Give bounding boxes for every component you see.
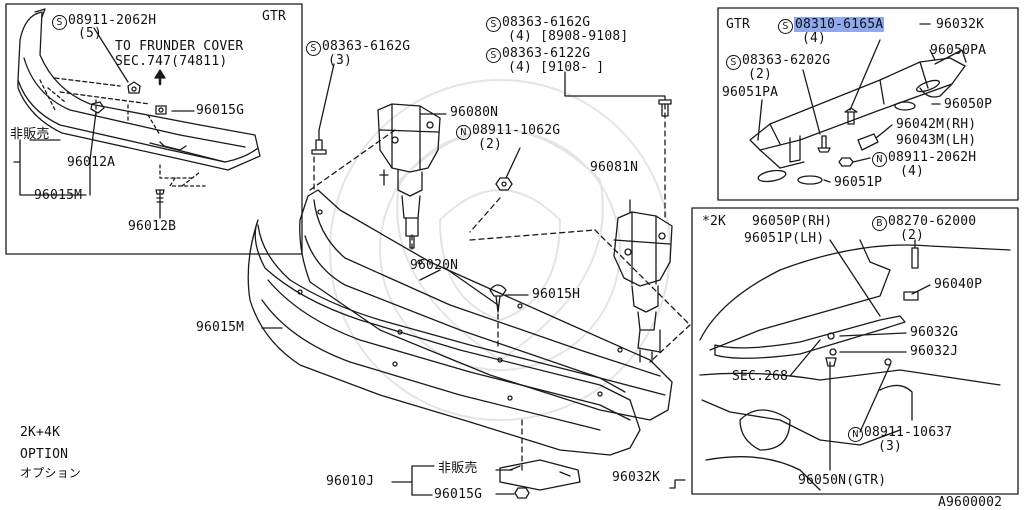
rear-spoiler-gtr-drawing (749, 23, 967, 185)
inset-frame-spoiler-2k (691, 207, 1019, 495)
inset-frame-spoiler-gtr (717, 7, 1019, 201)
figure-code: A9600002 (938, 495, 1003, 510)
callout-96032k-inset: 96032K (936, 17, 985, 32)
not-for-sale-inset: 非販売 (10, 127, 50, 142)
screw-s-icon: S (306, 41, 321, 56)
callout-96050pa: 96050PA (930, 43, 987, 58)
callout-96050n-gtr: 96050N(GTR) (798, 473, 887, 488)
callout-n-08911-1062g-qty: (2) (478, 137, 503, 152)
callout-96012b: 96012B (128, 219, 177, 234)
callout-b-08270-62000-qty: (2) (900, 228, 925, 243)
screw-s-icon: S (486, 48, 501, 63)
bumper-beam-drawing (299, 189, 673, 421)
nut-n-icon: N (872, 152, 887, 167)
callout-96032k-main: 96032K (612, 470, 661, 485)
callout-n-08911-2062h-qty: (4) (900, 164, 925, 179)
option-line3: オプション (20, 466, 82, 480)
option-line2: OPTION (20, 447, 69, 462)
callout-96010j: 96010J (326, 474, 375, 489)
callout-96032j: 96032J (910, 344, 959, 359)
main-leaders (261, 63, 686, 496)
callout-96015m-main: 96015M (196, 320, 245, 335)
callout-96015g-main: 96015G (434, 487, 483, 502)
callout-s-08363-6122g-qty: (4) [9108- ] (508, 60, 605, 75)
callout-96051pa: 96051PA (722, 85, 779, 100)
highlighted-part-number[interactable]: 08310-6165A (794, 17, 885, 32)
callout-96043m-lh: 96043M(LH) (896, 133, 977, 148)
screw-s-icon: S (52, 15, 67, 30)
callout-96050p: 96050P (944, 97, 993, 112)
nut-n-icon: N (456, 125, 471, 140)
option-line1: 2K+4K (20, 425, 61, 440)
hood-latch-96080n (377, 103, 441, 249)
callout-96050p-rh: 96050P(RH) (752, 214, 833, 229)
callout-96040p: 96040P (934, 277, 983, 292)
bolt-b-icon: B (872, 216, 887, 231)
callout-sec-268: SEC.268 (732, 369, 789, 384)
callout-96032g: 96032G (910, 325, 959, 340)
callout-s-08310-6165a-qty: (4) (802, 31, 827, 46)
inset-front-variant-label: GTR (262, 9, 287, 24)
callout-s-08363-6202g-qty: (2) (748, 67, 773, 82)
callout-s-08363-6162g-qty: (3) (328, 53, 353, 68)
callout-s-08363-6162g-b-qty: (4) [8908-9108] (508, 29, 629, 44)
callout-96042m-rh: 96042M(RH) (896, 117, 977, 132)
callout-96015g-inset: 96015G (196, 103, 245, 118)
screw-s-icon: S (778, 19, 793, 34)
screw-s-icon: S (726, 55, 741, 70)
rear-car-2k-drawing (699, 239, 1011, 491)
callout-96012a: 96012A (67, 155, 116, 170)
watermark-emblem (329, 79, 671, 421)
inset-2k-variant-label: *2K (702, 214, 727, 229)
assembly-lines (309, 103, 691, 471)
callout-96081n: 96081N (590, 160, 639, 175)
nut-n-icon: N (848, 427, 863, 442)
bumper-reinforcement-drawing (247, 219, 641, 456)
hood-latch-96081n (613, 211, 673, 363)
callout-96015h: 96015H (532, 287, 581, 302)
ref-note-line2: SEC.747(74811) (115, 54, 228, 69)
callout-96020n: 96020N (410, 258, 459, 273)
front-lip-gtr-drawing (13, 8, 261, 219)
screw-s-icon: S (486, 17, 501, 32)
not-for-sale-main: 非販売 (438, 461, 478, 476)
inset-spoiler-variant-label: GTR (726, 17, 751, 32)
inset-frame-front-gtr (5, 3, 303, 255)
callout-n-08911-10637-qty: (3) (878, 439, 903, 454)
callout-96015m-inset: 96015M (34, 188, 83, 203)
callout-96080n: 96080N (450, 105, 499, 120)
ref-note-line1: TO FRUNDER COVER (115, 39, 244, 54)
main-fasteners (311, 99, 672, 499)
inset-front-callout-screw-qty: (5) (78, 26, 103, 41)
callout-96051p-lh: 96051P(LH) (744, 231, 825, 246)
callout-96051p: 96051P (834, 175, 883, 190)
